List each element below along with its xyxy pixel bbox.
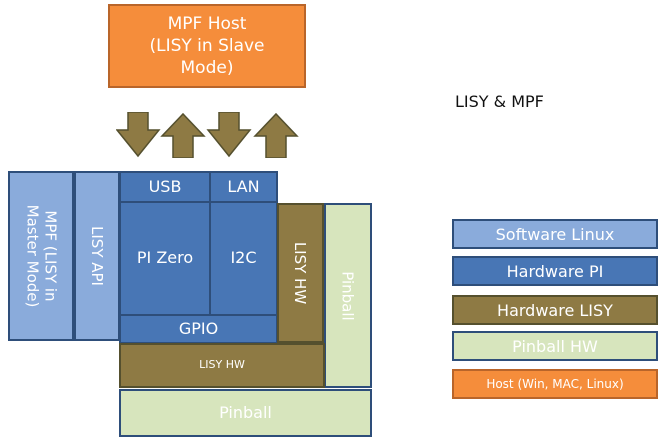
lisy-hw-vertical-box: LISY HW	[277, 203, 324, 343]
diagram-title: LISY & MPF	[455, 92, 544, 111]
communication-arrows	[116, 112, 299, 158]
gpio-box: GPIO	[119, 314, 278, 344]
arrow-up-icon	[253, 112, 299, 158]
lisy-api-label: LISY API	[88, 226, 106, 286]
lan-box: LAN	[209, 171, 278, 203]
arrow-up-icon	[160, 112, 206, 158]
pinball-horizontal-box: Pinball	[119, 389, 372, 437]
arrow-down-icon	[206, 112, 252, 158]
usb-box: USB	[119, 171, 211, 203]
lisy-hw-vertical-label: LISY HW	[291, 241, 310, 305]
legend-pinball-hw: Pinball HW	[452, 331, 658, 361]
arrow-down-icon	[116, 112, 161, 158]
legend-host: Host (Win, MAC, Linux)	[452, 369, 658, 399]
legend-hardware-lisy: Hardware LISY	[452, 295, 658, 325]
mpf-master-line-1: MPF (LISY in	[41, 210, 59, 302]
mpf-master-mode-box: MPF (LISY in Master Mode)	[8, 171, 74, 341]
legend-software-linux: Software Linux	[452, 219, 658, 249]
i2c-box: I2C	[209, 201, 278, 316]
pinball-vertical-box: Pinball	[324, 203, 372, 388]
pinball-vertical-label: Pinball	[339, 270, 358, 321]
lisy-api-box: LISY API	[74, 171, 120, 341]
host-line-1: MPF Host	[167, 13, 247, 34]
legend-hardware-pi: Hardware PI	[452, 256, 658, 286]
mpf-host-box: MPF Host (LISY in Slave Mode)	[108, 4, 306, 88]
host-line-2: (LISY in Slave	[149, 35, 265, 56]
lisy-hw-horizontal-box: LISY HW	[119, 343, 325, 388]
pi-zero-box: PI Zero	[119, 201, 211, 316]
mpf-master-line-2: Master Mode)	[23, 204, 41, 308]
host-line-3: Mode)	[180, 58, 234, 79]
